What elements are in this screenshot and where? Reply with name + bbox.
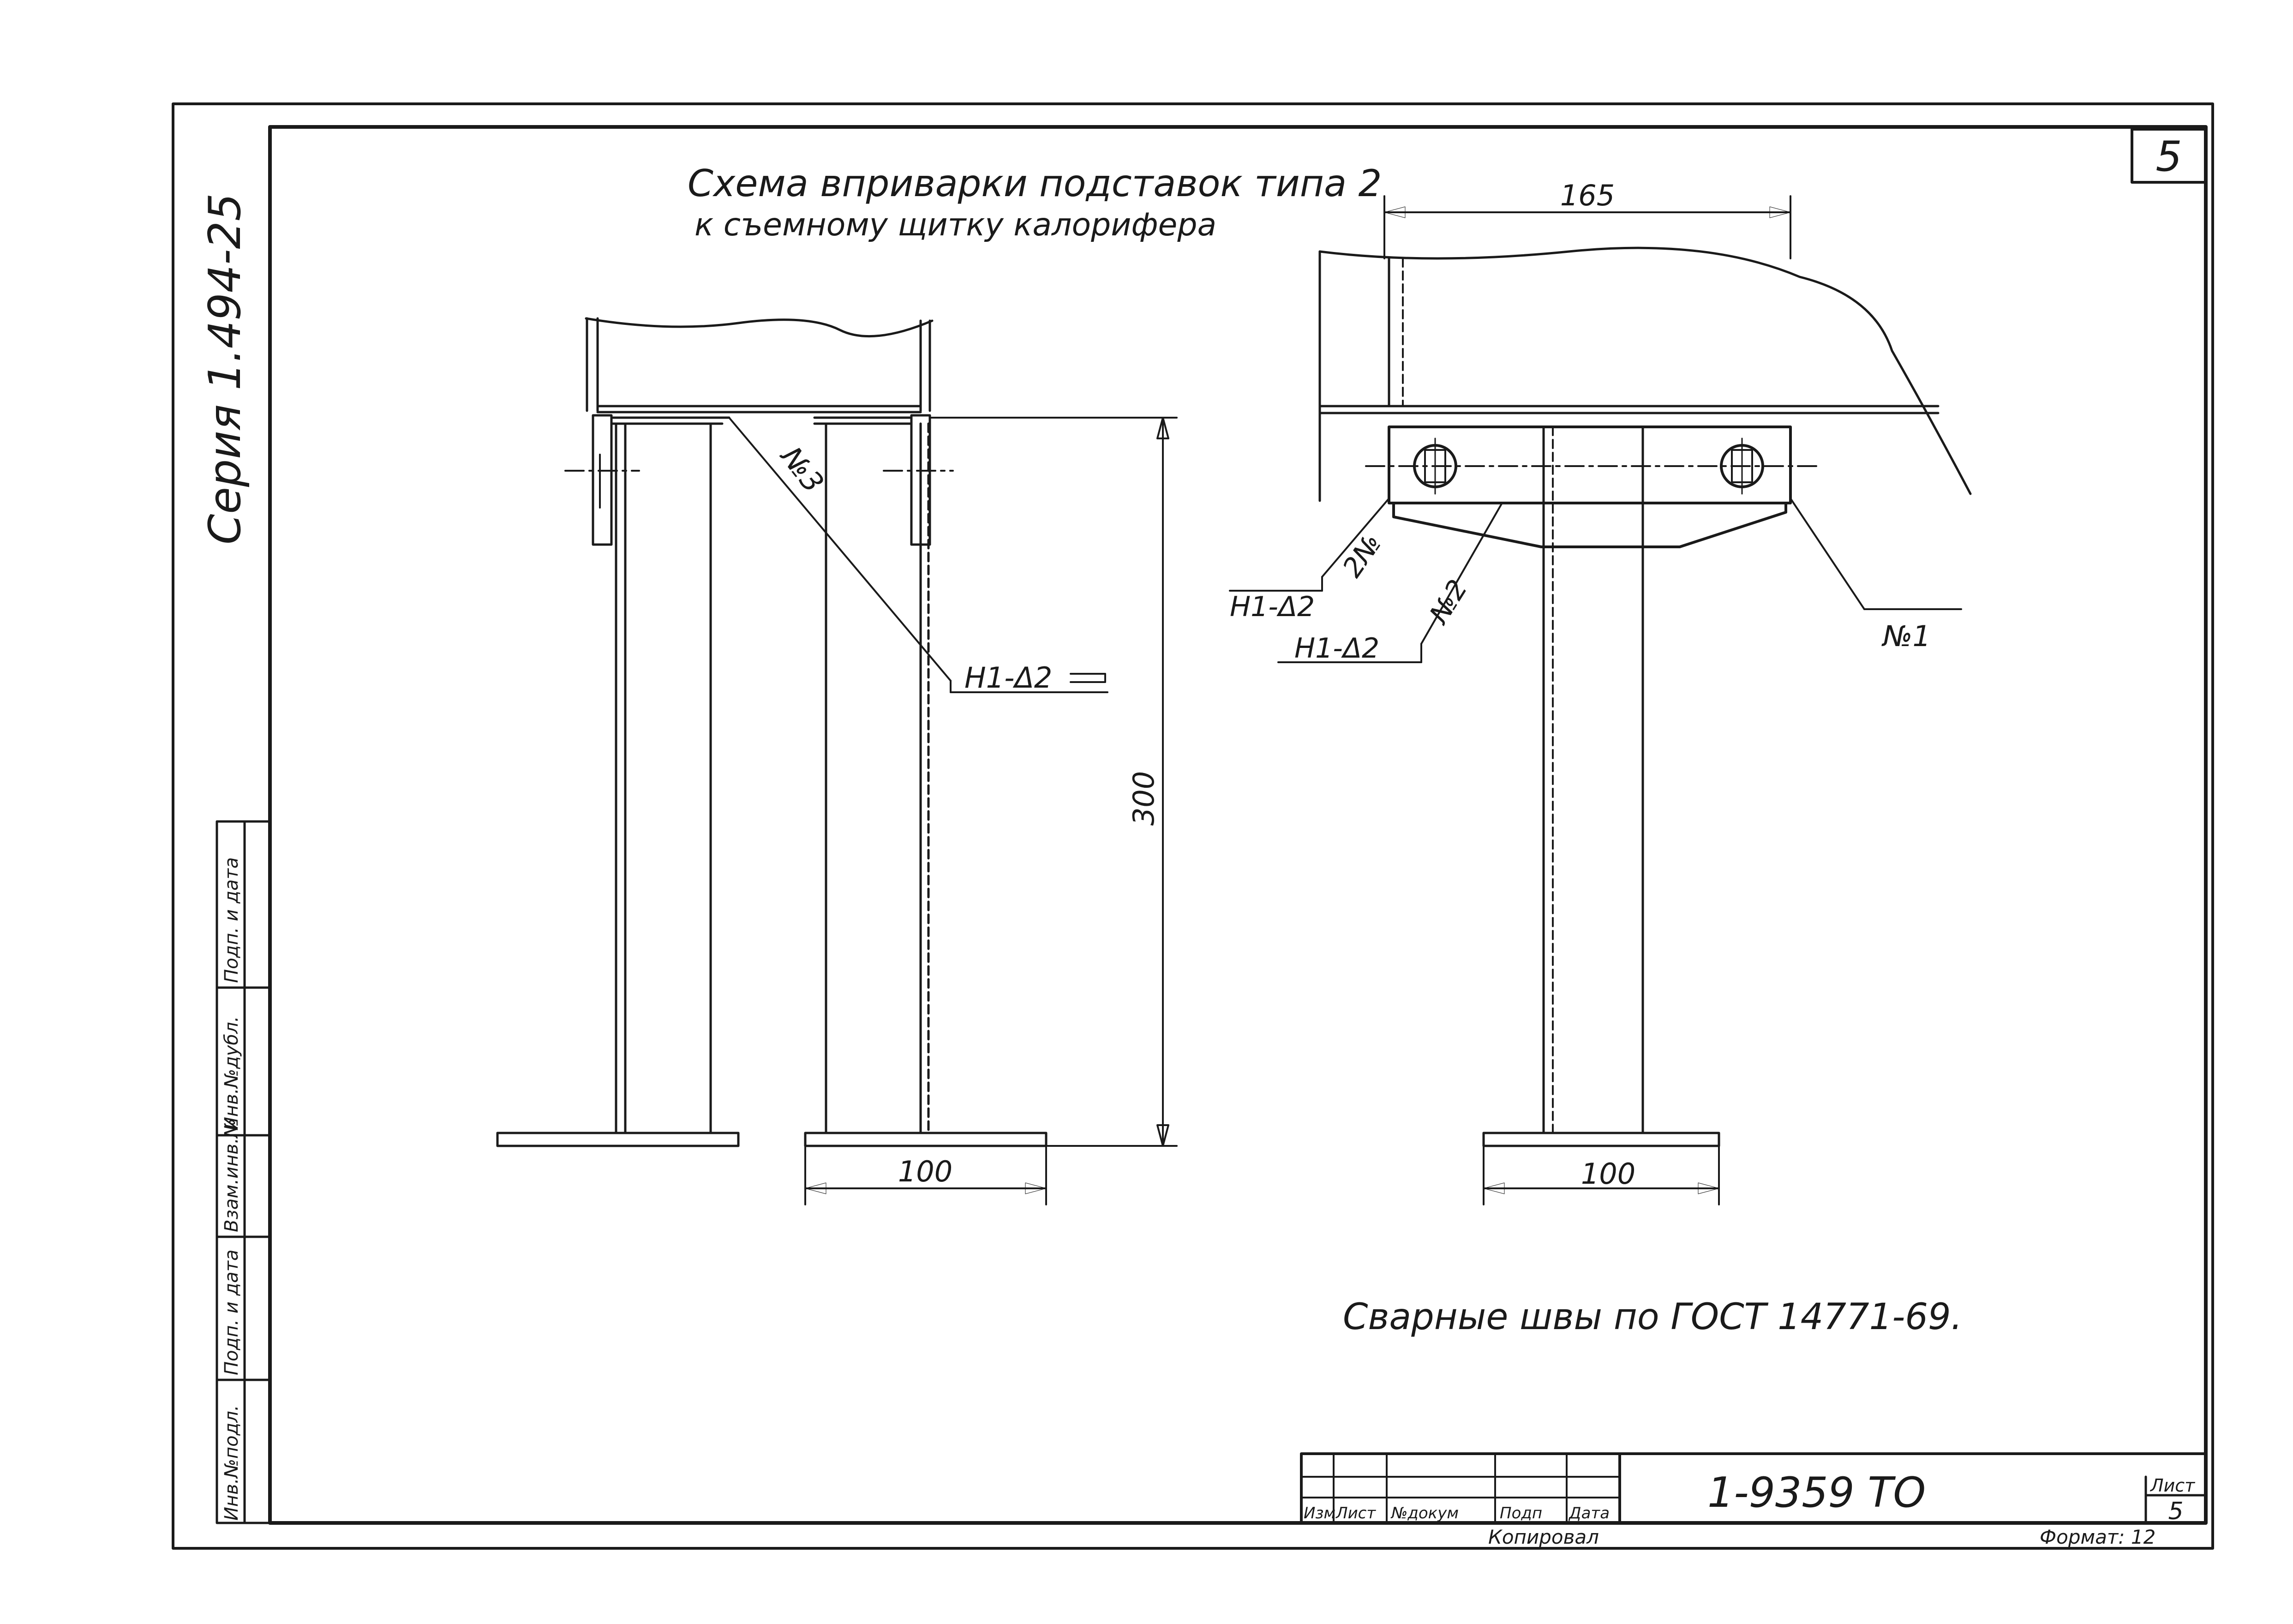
weld-symbol-right-b: Н1-Δ2 xyxy=(1294,632,1379,665)
drawing-title-line2: к съемному щитку калорифера xyxy=(694,207,1216,243)
tb-header-dokum: №докум xyxy=(1390,1504,1459,1522)
dim-height-300: 300 xyxy=(1127,771,1161,826)
tb-header-podp: Подп xyxy=(1500,1504,1542,1522)
tb-header-data: Дата xyxy=(1568,1504,1610,1522)
stamp-cell-podp-data-2: Подп. и дата xyxy=(221,857,242,983)
left-view: №3 Н1-Δ2 300 100 xyxy=(496,317,1178,1205)
stamp-cell-inv-dubl: Инв.№дубл. xyxy=(221,1016,242,1131)
dim-width-right: 100 xyxy=(1581,1157,1635,1191)
weld-note: Сварные швы по ГОСТ 14771-69. xyxy=(1343,1296,1962,1338)
weld-label-n2-a: №2 xyxy=(1423,574,1474,630)
weld-label-n3: №3 xyxy=(773,439,830,499)
dim-top-165: 165 xyxy=(1560,179,1615,212)
title-block xyxy=(1300,1452,2207,1524)
tb-sheet-value: 5 xyxy=(2168,1498,2183,1525)
drawing-code: 1-9359 ТО xyxy=(1707,1468,1926,1517)
drawing-title-line1: Схема вприварки подставок типа 2 xyxy=(688,162,1382,205)
weld-symbol-right-a: Н1-Δ2 xyxy=(1230,591,1315,623)
right-view: 165 100 2№ Н1-Δ2 №2 Н1-Δ2 xyxy=(1229,179,1972,1205)
weld-label-n2-b: 2№ xyxy=(1336,528,1388,583)
stamp-cell-podp-data-1: Подп. и дата xyxy=(221,1250,242,1375)
stamp-cell-vzam-inv: Взам.инв.№ xyxy=(221,1119,242,1232)
sheet-number-box xyxy=(2131,128,2207,184)
tb-header-list: Лист xyxy=(1335,1504,1376,1522)
weld-label-n1: №1 xyxy=(1881,619,1931,653)
format-label: Формат: 12 xyxy=(2040,1526,2155,1548)
left-stamp xyxy=(216,820,271,1524)
dim-width-left: 100 xyxy=(898,1155,952,1188)
weld-symbol-left: Н1-Δ2 xyxy=(964,661,1052,695)
series-label: Серия 1.494-25 xyxy=(200,193,251,545)
sheet-number: 5 xyxy=(2155,132,2182,181)
stamp-cell-inv-podl: Инв.№подл. xyxy=(221,1405,242,1521)
copied-label: Копировал xyxy=(1488,1526,1599,1548)
tb-header-izm: Изм xyxy=(1304,1504,1335,1522)
tb-sheet-label: Лист xyxy=(2149,1475,2196,1496)
outer-frame xyxy=(172,102,2214,1550)
